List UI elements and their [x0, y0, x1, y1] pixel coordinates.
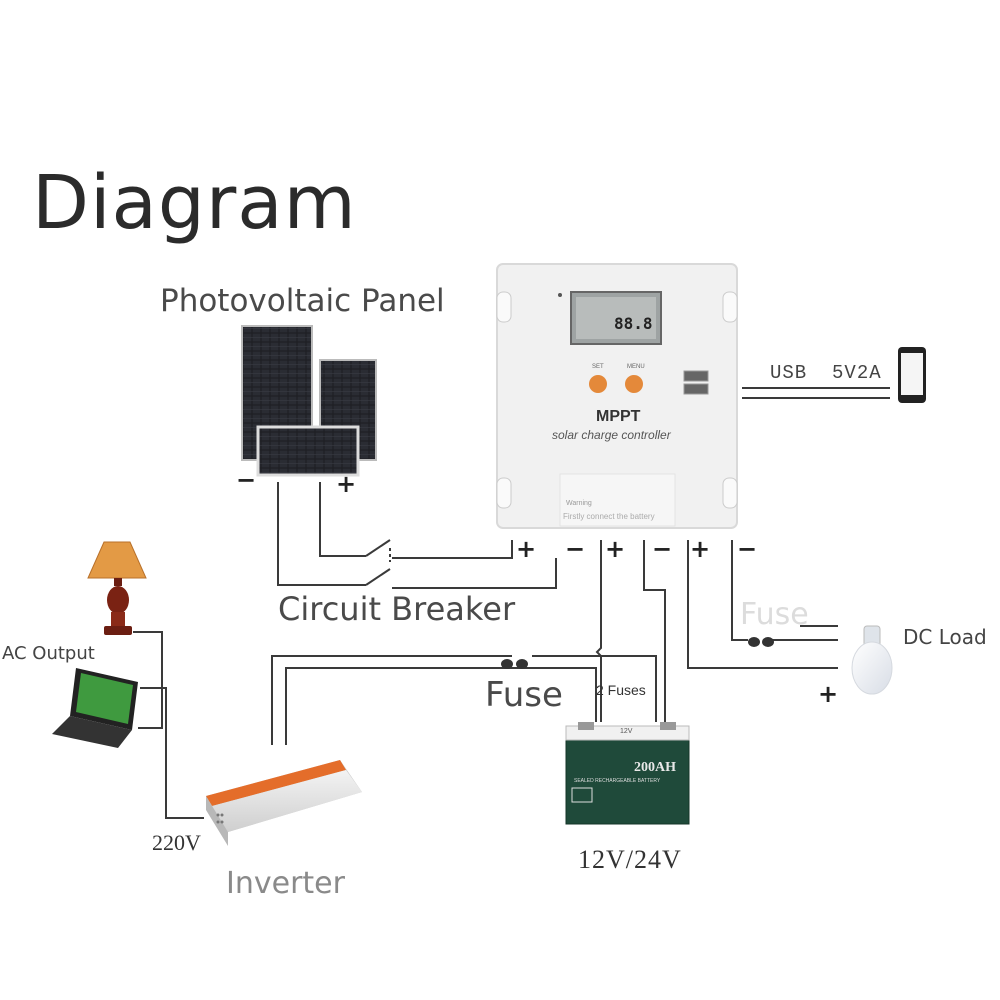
fuse-symbol-load: [748, 637, 774, 647]
page-title: Diagram: [32, 160, 357, 246]
photovoltaic-panel: [241, 325, 377, 477]
fuse-label: Fuse: [485, 675, 563, 715]
laptop: [52, 668, 138, 748]
pv-minus-sign: −: [236, 466, 257, 494]
mppt-controller: [496, 263, 738, 529]
wiring: [133, 387, 890, 819]
controller-battery-plus: +: [605, 535, 626, 563]
table-lamp: [87, 541, 147, 635]
battery-voltage-label: 12V/24V: [578, 845, 682, 874]
smartphone: [898, 347, 926, 403]
load-plus-sign: +: [818, 680, 839, 708]
battery-top-label: 12V: [620, 728, 633, 735]
dc-load-label: DC Load: [903, 625, 987, 649]
inverter-device: [206, 760, 362, 846]
controller-load-minus: −: [737, 535, 758, 563]
controller-load-plus: +: [690, 535, 711, 563]
set-button-label: SET: [592, 364, 604, 370]
pv-plus-sign: +: [336, 470, 357, 498]
fuse-symbol-battery: [501, 659, 528, 669]
controller-brand: MPPT: [596, 408, 641, 425]
battery: [565, 722, 690, 825]
controller-subtitle: solar charge controller: [552, 428, 671, 442]
controller-warning-head: Warning: [566, 500, 592, 507]
controller-warning: Firstly connect the battery: [563, 512, 655, 521]
controller-battery-minus: −: [652, 535, 673, 563]
inverter-label: Inverter: [226, 866, 345, 901]
photovoltaic-panel-label: Photovoltaic Panel: [160, 283, 445, 319]
battery-capacity: 200AH: [634, 760, 676, 775]
usb-output-label: USB 5V2A: [770, 362, 882, 384]
lcd-reading: 88.8: [614, 314, 653, 333]
controller-pv-plus: +: [516, 535, 537, 563]
load-fuse-label: Fuse: [740, 597, 809, 632]
ac-output-label: AC Output: [2, 643, 95, 664]
circuit-breaker-label: Circuit Breaker: [278, 590, 516, 628]
inverter-voltage-label: 220V: [152, 830, 201, 855]
two-fuses-label: 2 Fuses: [596, 682, 646, 698]
controller-pv-minus: −: [565, 535, 586, 563]
dc-light-bulb: [851, 625, 893, 695]
battery-caption: SEALED RECHARGEABLE BATTERY: [574, 778, 661, 784]
menu-button-label: MENU: [627, 364, 645, 370]
